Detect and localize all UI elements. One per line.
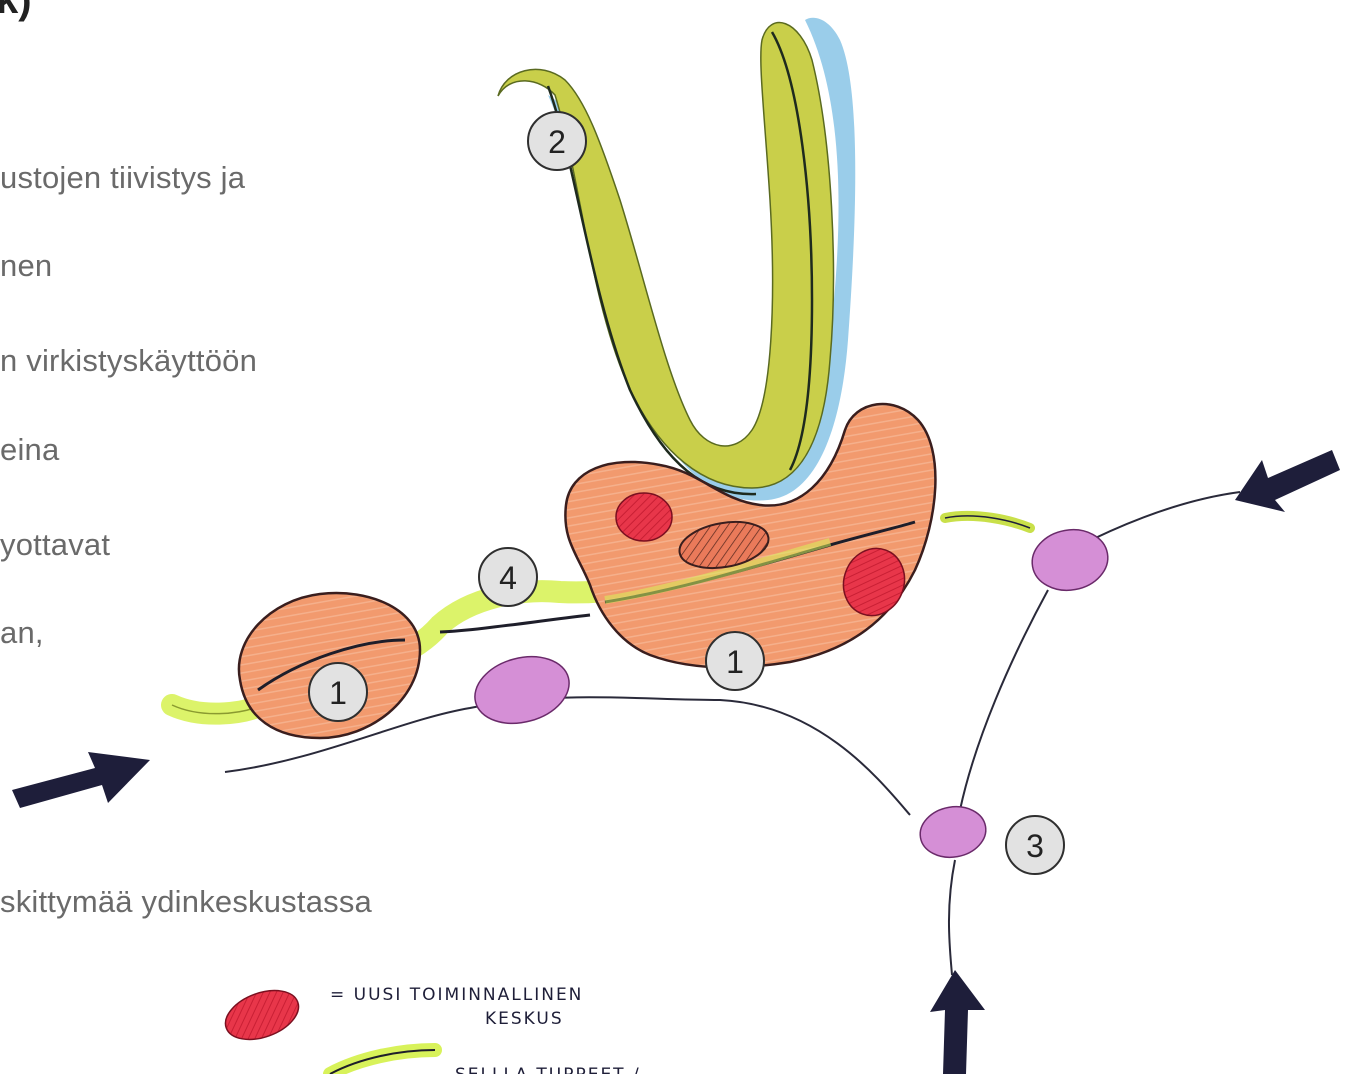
legend-label-1b: KESKUS	[485, 1009, 564, 1029]
svg-text:2: 2	[548, 124, 566, 160]
node-pink-3	[916, 802, 990, 863]
node-pink-2	[1027, 524, 1112, 596]
svg-text:1: 1	[726, 644, 744, 680]
road-bottom-vertical	[949, 860, 955, 975]
legend-red-centre-icon	[219, 981, 305, 1048]
green-band	[498, 23, 833, 488]
legend-green-line-icon	[330, 1050, 435, 1074]
node-pink-1	[467, 647, 576, 734]
svg-text:4: 4	[499, 560, 517, 596]
badge-1-center: 1	[706, 632, 764, 690]
arrow-bottom	[930, 970, 985, 1074]
svg-text:3: 3	[1026, 828, 1044, 864]
road-right-vertical	[960, 590, 1048, 810]
arrow-left	[12, 752, 150, 808]
legend-label-1: = UUSI TOIMINNALLINEN	[330, 985, 583, 1005]
new-centre-1	[616, 493, 672, 541]
badge-4: 4	[479, 548, 537, 606]
badge-3: 3	[1006, 816, 1064, 874]
legend-label-2: SELLLA TUPPEET /	[455, 1065, 641, 1074]
badge-1-left: 1	[309, 663, 367, 721]
arrow-top-right	[1235, 450, 1340, 512]
svg-text:1: 1	[329, 675, 347, 711]
badge-2: 2	[528, 112, 586, 170]
